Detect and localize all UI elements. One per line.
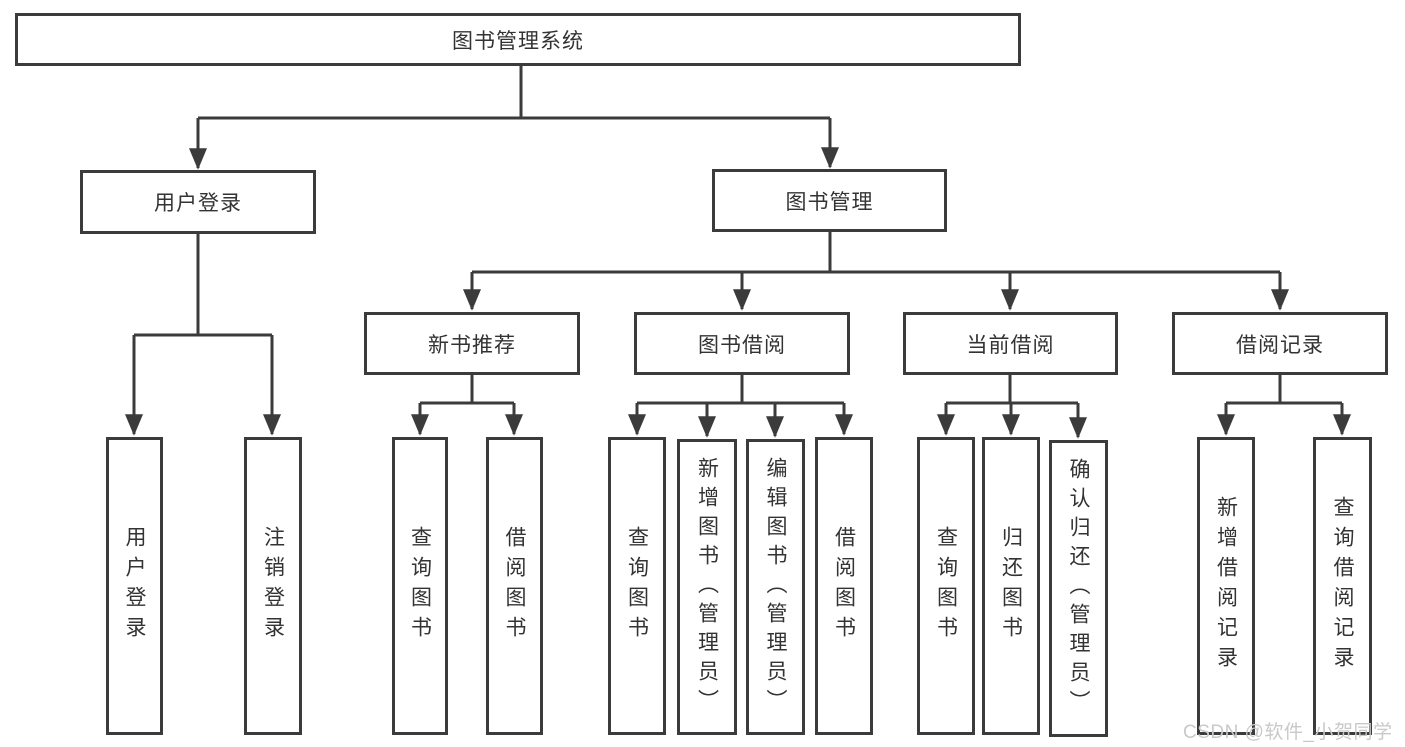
- node-leaf-query-books: 查询图书: [608, 437, 666, 735]
- node-leaf-query-books-label: 查询图书: [625, 526, 649, 646]
- node-leaf-return-books-label: 归还图书: [999, 526, 1023, 646]
- node-leaf-user-login-label: 用户登录: [123, 526, 146, 646]
- node-leaf-query-books-recommend: 查询图书: [392, 437, 448, 735]
- node-current-borrowing: 当前借阅: [903, 312, 1118, 375]
- node-new-book-recommend: 新书推荐: [364, 312, 580, 375]
- node-leaf-edit-books-admin-label: 编辑图书（管理员）: [764, 456, 787, 718]
- node-book-management-label: 图书管理: [785, 190, 874, 214]
- node-leaf-add-borrow-record: 新增借阅记录: [1197, 437, 1255, 735]
- node-leaf-query-books-recommend-label: 查询图书: [408, 526, 432, 646]
- node-leaf-query-borrow-record-label: 查询借阅记录: [1331, 496, 1354, 676]
- node-new-book-recommend-label: 新书推荐: [428, 333, 516, 357]
- node-leaf-confirm-return-admin-label: 确认归还（管理员）: [1067, 458, 1090, 719]
- node-leaf-logout: 注销登录: [244, 437, 302, 735]
- csdn-watermark: CSDN @软件_小贺同学: [1183, 722, 1393, 743]
- node-borrowing-records-label: 借阅记录: [1236, 333, 1324, 357]
- node-book-management: 图书管理: [712, 169, 947, 232]
- node-leaf-query-books-current-label: 查询图书: [934, 526, 958, 646]
- node-leaf-borrow-books-recommend: 借阅图书: [486, 437, 543, 735]
- node-leaf-add-books-admin-label: 新增图书（管理员）: [695, 456, 719, 718]
- node-leaf-confirm-return-admin: 确认归还（管理员）: [1049, 440, 1108, 737]
- node-leaf-borrow-books-label: 借阅图书: [832, 526, 856, 646]
- node-leaf-add-borrow-record-label: 新增借阅记录: [1214, 496, 1238, 676]
- node-current-borrowing-label: 当前借阅: [966, 333, 1055, 357]
- node-leaf-add-books-admin: 新增图书（管理员）: [677, 439, 737, 735]
- node-leaf-edit-books-admin: 编辑图书（管理员）: [746, 439, 805, 735]
- node-book-borrowing-label: 图书借阅: [698, 333, 786, 357]
- node-leaf-logout-label: 注销登录: [261, 526, 285, 646]
- node-leaf-return-books: 归还图书: [982, 437, 1040, 735]
- node-book-borrowing: 图书借阅: [634, 312, 850, 375]
- node-leaf-borrow-books-recommend-label: 借阅图书: [503, 526, 526, 646]
- node-leaf-borrow-books: 借阅图书: [815, 437, 873, 735]
- node-leaf-query-borrow-record: 查询借阅记录: [1313, 437, 1372, 735]
- node-library-system: 图书管理系统: [15, 13, 1021, 66]
- node-leaf-user-login: 用户登录: [106, 437, 163, 735]
- node-user-login-label: 用户登录: [154, 192, 242, 215]
- node-user-login: 用户登录: [80, 170, 316, 234]
- node-library-system-label: 图书管理系统: [452, 29, 584, 53]
- node-borrowing-records: 借阅记录: [1172, 312, 1388, 375]
- node-leaf-query-books-current: 查询图书: [917, 437, 975, 735]
